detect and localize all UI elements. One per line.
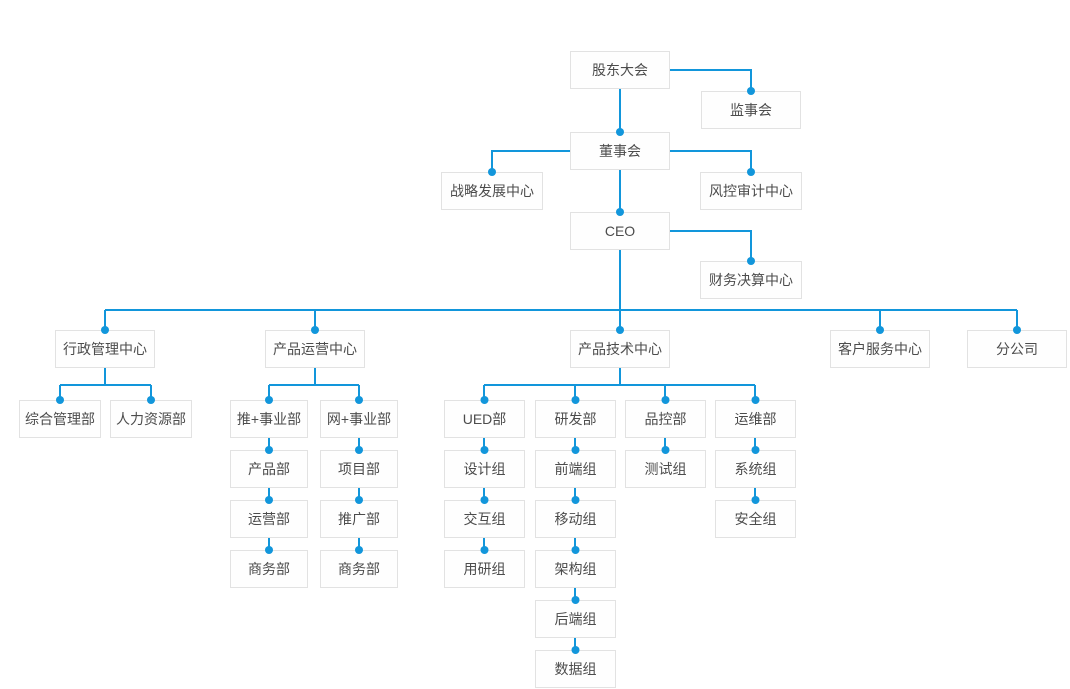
backend-group-node: 后端组 bbox=[535, 600, 616, 638]
tui-plus-business-dept-node: 推+事业部 bbox=[230, 400, 308, 438]
interaction-group-node: 交互组 bbox=[444, 500, 525, 538]
supervisory-board-node: 监事会 bbox=[701, 91, 801, 129]
architecture-group-node: 架构组 bbox=[535, 550, 616, 588]
promotion-dept-node: 推广部 bbox=[320, 500, 398, 538]
financial-settlement-center-node: 财务决算中心 bbox=[700, 261, 802, 299]
ceo-node: CEO bbox=[570, 212, 670, 250]
operation-dept-node: 运营部 bbox=[230, 500, 308, 538]
wang-plus-business-dept-node: 网+事业部 bbox=[320, 400, 398, 438]
design-group-node: 设计组 bbox=[444, 450, 525, 488]
rnd-dept-node: 研发部 bbox=[535, 400, 616, 438]
security-group-node: 安全组 bbox=[715, 500, 796, 538]
product-technology-center-node: 产品技术中心 bbox=[570, 330, 670, 368]
shareholders-meeting-node: 股东大会 bbox=[570, 51, 670, 89]
product-dept-node: 产品部 bbox=[230, 450, 308, 488]
frontend-group-node: 前端组 bbox=[535, 450, 616, 488]
user-research-group-node: 用研组 bbox=[444, 550, 525, 588]
board-of-directors-node: 董事会 bbox=[570, 132, 670, 170]
business-dept-tui-node: 商务部 bbox=[230, 550, 308, 588]
ops-maintenance-dept-node: 运维部 bbox=[715, 400, 796, 438]
risk-control-audit-center-node: 风控审计中心 bbox=[700, 172, 802, 210]
product-operation-center-node: 产品运营中心 bbox=[265, 330, 365, 368]
mobile-group-node: 移动组 bbox=[535, 500, 616, 538]
strategy-development-center-node: 战略发展中心 bbox=[441, 172, 543, 210]
project-dept-node: 项目部 bbox=[320, 450, 398, 488]
system-group-node: 系统组 bbox=[715, 450, 796, 488]
branch-company-node: 分公司 bbox=[967, 330, 1067, 368]
data-group-node: 数据组 bbox=[535, 650, 616, 688]
testing-group-node: 测试组 bbox=[625, 450, 706, 488]
quality-control-dept-node: 品控部 bbox=[625, 400, 706, 438]
human-resources-dept-node: 人力资源部 bbox=[110, 400, 192, 438]
ued-dept-node: UED部 bbox=[444, 400, 525, 438]
business-dept-wang-node: 商务部 bbox=[320, 550, 398, 588]
general-management-dept-node: 综合管理部 bbox=[19, 400, 101, 438]
customer-service-center-node: 客户服务中心 bbox=[830, 330, 930, 368]
admin-management-center-node: 行政管理中心 bbox=[55, 330, 155, 368]
